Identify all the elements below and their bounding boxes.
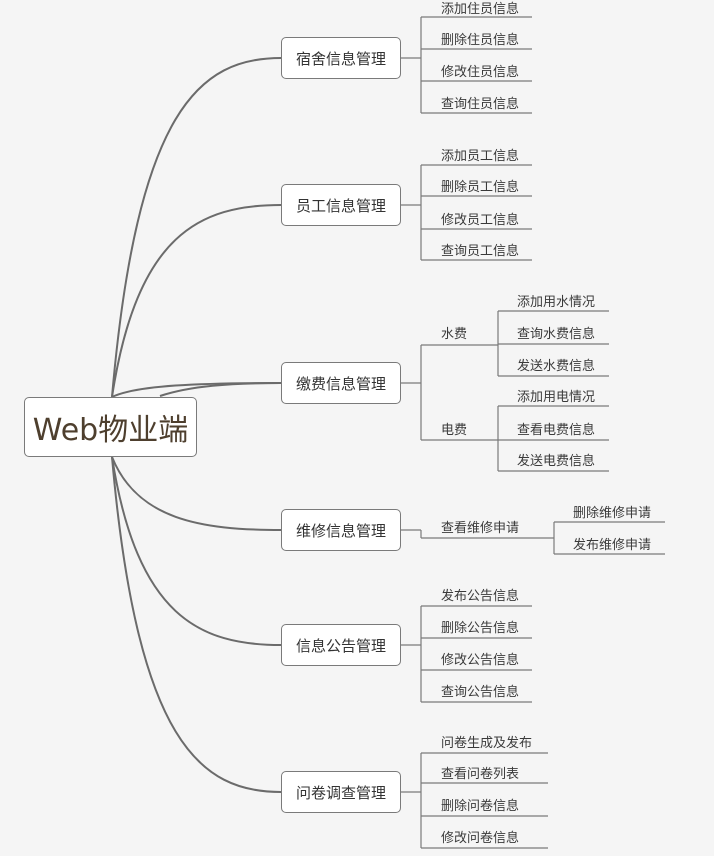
leaf-edit-announcement[interactable]: 修改公告信息 (441, 653, 520, 668)
leaf-edit-resident[interactable]: 修改住员信息 (441, 65, 520, 80)
leaf-delete-announcement[interactable]: 删除公告信息 (441, 621, 520, 636)
root-node[interactable]: Web物业端 (24, 397, 197, 457)
leaf-publish-announcement[interactable]: 发布公告信息 (441, 589, 520, 604)
group-water-fee[interactable]: 水费 (441, 327, 468, 342)
leaf-send-water-fee[interactable]: 发送水费信息 (517, 359, 596, 374)
branch-repair-info[interactable]: 维修信息管理 (281, 509, 401, 551)
leaf-delete-staff[interactable]: 删除员工信息 (441, 180, 520, 195)
leaf-query-resident[interactable]: 查询住员信息 (441, 97, 520, 112)
leaf-edit-staff[interactable]: 修改员工信息 (441, 213, 520, 228)
branch-payment-info[interactable]: 缴费信息管理 (281, 362, 401, 404)
leaf-view-electricity-fee[interactable]: 查看电费信息 (517, 423, 596, 438)
branch-announcement-info[interactable]: 信息公告管理 (281, 624, 401, 666)
group-view-repair-request[interactable]: 查看维修申请 (441, 521, 520, 536)
leaf-publish-repair-request[interactable]: 发布维修申请 (573, 538, 652, 553)
leaf-delete-repair-request[interactable]: 删除维修申请 (573, 506, 652, 521)
leaf-view-survey-list[interactable]: 查看问卷列表 (441, 767, 520, 782)
leaf-query-water-fee[interactable]: 查询水费信息 (517, 327, 596, 342)
leaf-add-electricity-usage[interactable]: 添加用电情况 (517, 390, 596, 405)
leaf-query-announcement[interactable]: 查询公告信息 (441, 685, 520, 700)
leaf-add-water-usage[interactable]: 添加用水情况 (517, 295, 596, 310)
leaf-add-resident[interactable]: 添加住员信息 (441, 2, 520, 17)
branch-dormitory-info[interactable]: 宿舍信息管理 (281, 37, 401, 79)
leaf-delete-resident[interactable]: 删除住员信息 (441, 33, 520, 48)
group-electricity-fee[interactable]: 电费 (441, 423, 468, 438)
leaf-send-electricity-fee[interactable]: 发送电费信息 (517, 454, 596, 469)
leaf-add-staff[interactable]: 添加员工信息 (441, 149, 520, 164)
branch-survey[interactable]: 问卷调查管理 (281, 771, 401, 813)
leaf-delete-survey[interactable]: 删除问卷信息 (441, 799, 520, 814)
branch-staff-info[interactable]: 员工信息管理 (281, 184, 401, 226)
leaf-create-publish-survey[interactable]: 问卷生成及发布 (441, 736, 533, 751)
leaf-query-staff[interactable]: 查询员工信息 (441, 244, 520, 259)
leaf-edit-survey[interactable]: 修改问卷信息 (441, 831, 520, 846)
